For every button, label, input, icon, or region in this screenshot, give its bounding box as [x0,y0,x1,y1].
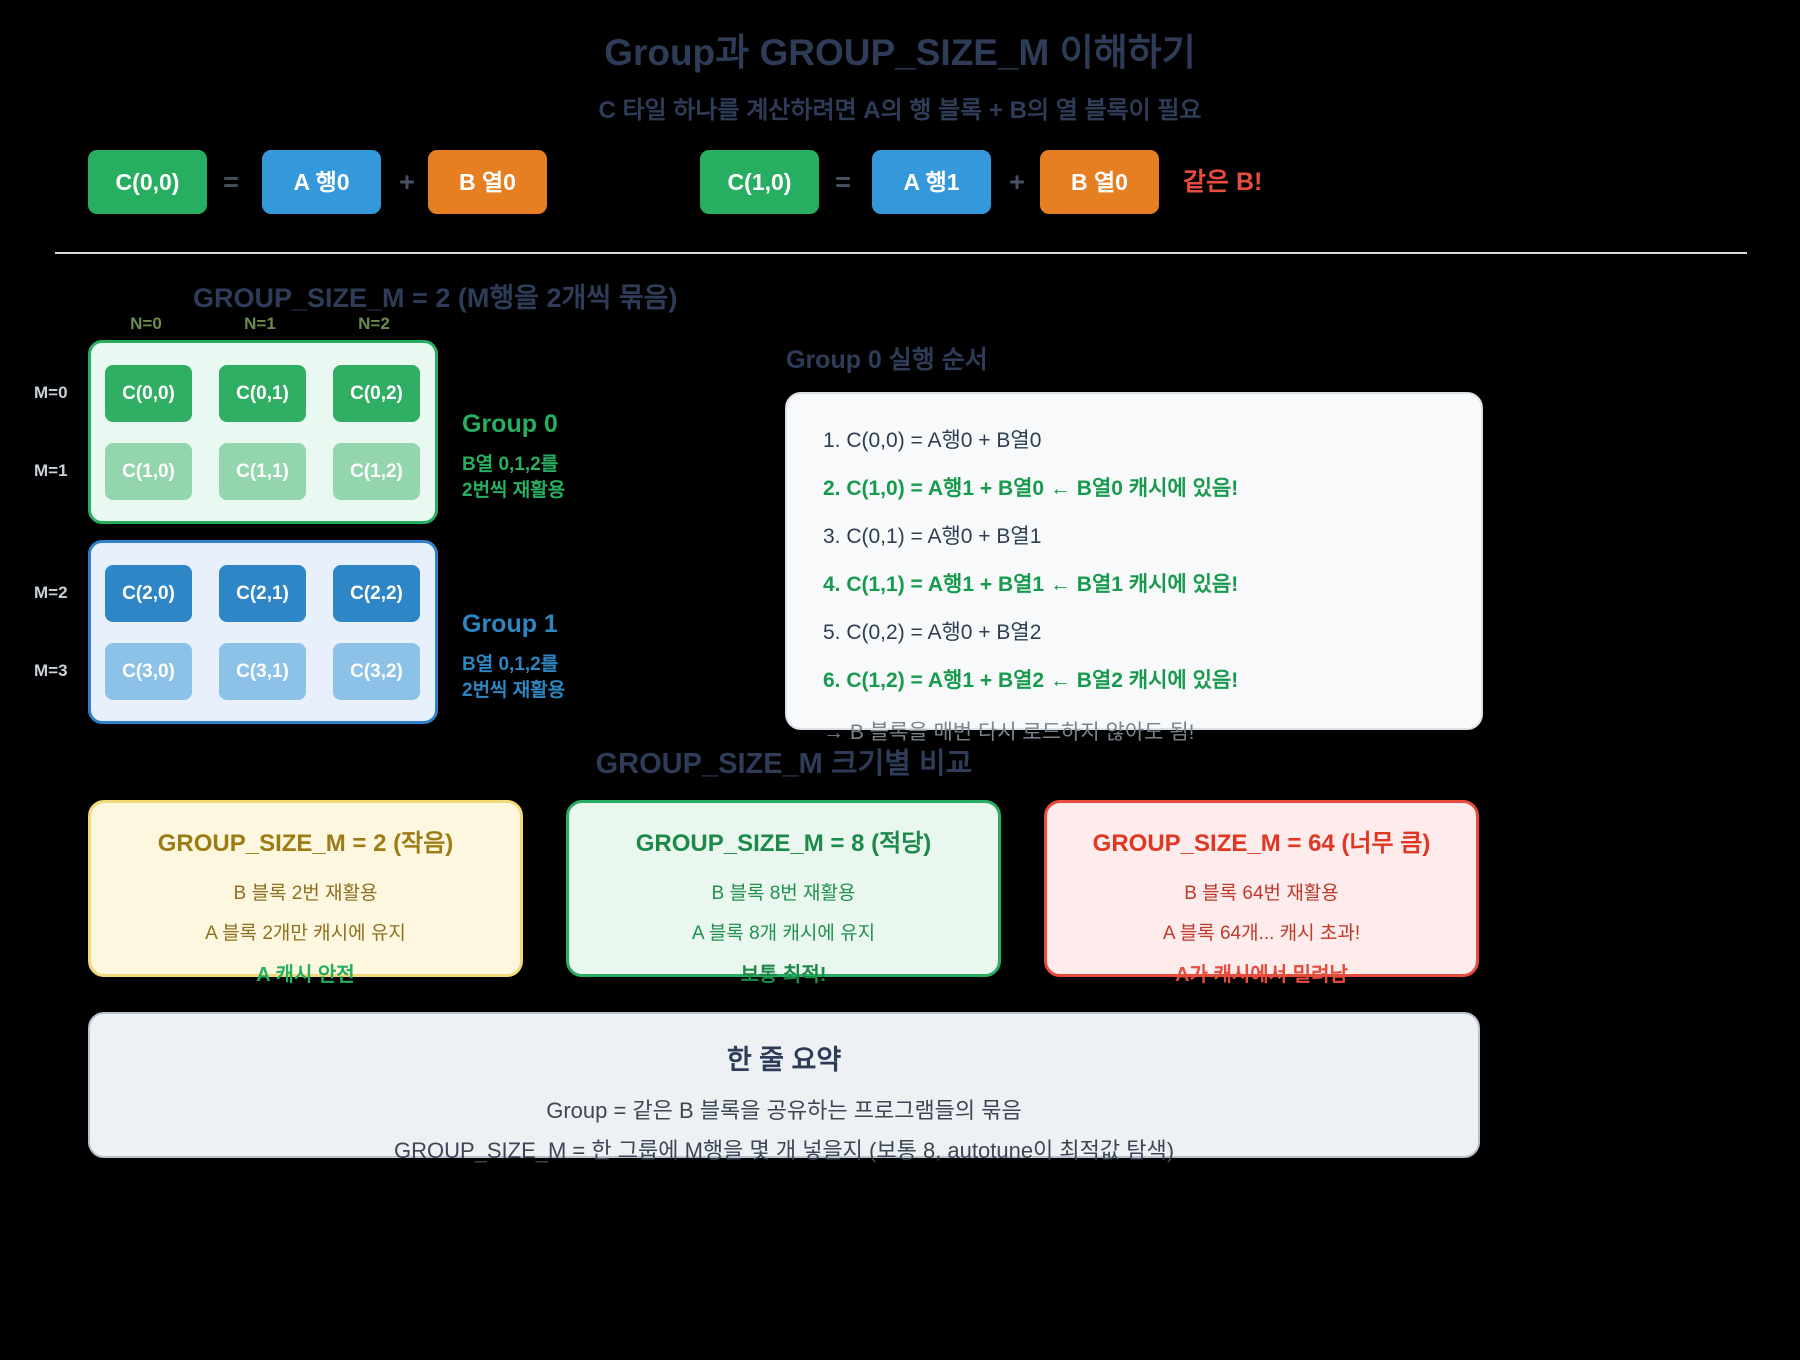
c-tile-2-0: C(2,0) [105,565,192,622]
group1-name: Group 1 [462,610,558,638]
row-label-m1: M=1 [34,461,68,480]
c-tile-1-1: C(1,1) [219,443,306,500]
group1-caption-line2: 2번씩 재활용 [462,680,566,701]
execution-step-5: 5. C(0,2) = A행0 + B열2 [823,621,1042,644]
summary-line2: GROUP_SIZE_M = 한 그룹에 M행을 몇 개 넣을지 (보통 8, … [393,1138,1175,1163]
summary-card: 한 줄 요약 Group = 같은 B 블록을 공유하는 프로그램들의 묶음 G… [88,1012,1480,1163]
c-tile-3-1: C(3,1) [219,643,306,700]
row-label-m3: M=3 [34,661,68,680]
card-group-size-8-line2: A 블록 8개 캐시에 유지 [691,923,876,944]
summary-title: 한 줄 요약 [726,1045,842,1075]
col-label-n0: N=0 [130,314,162,333]
row-label-m2: M=2 [34,583,68,602]
group1-container: C(2,0) C(2,1) C(2,2) C(3,0) C(3,1) C(3,2… [88,540,438,724]
eq2-c-tile: C(1,0) [700,150,819,214]
execution-order-card: 1. C(0,0) = A행0 + B열0 2. C(1,0) = A행1 + … [785,392,1483,744]
execution-step-4: 4. C(1,1) = A행1 + B열1 ← B열1 캐시에 있음! [823,573,1239,596]
c-tile-1-2: C(1,2) [333,443,420,500]
c-tile-2-1: C(2,1) [219,565,306,622]
group0-caption-line1: B열 0,1,2를 [462,454,559,475]
summary-line1: Group = 같은 B 블록을 공유하는 프로그램들의 묶음 [546,1098,1022,1123]
execution-step-2: 2. C(1,0) = A행1 + B열0 ← B열0 캐시에 있음! [823,477,1239,500]
eq2-plus-sign: + [1009,167,1025,197]
col-label-n2: N=2 [358,314,390,333]
eq1-plus-sign: + [399,167,415,197]
page-title: Group과 GROUP_SIZE_M 이해하기 [604,32,1196,73]
execution-step-1: 1. C(0,0) = A행0 + B열0 [823,429,1042,452]
row-label-m0: M=0 [34,383,68,402]
card-group-size-2-verdict: A 캐시 안전 [256,964,355,986]
card-group-size-2-line1: B 블록 2번 재활용 [233,883,378,904]
card-group-size-2-title: GROUP_SIZE_M = 2 (작음) [157,830,454,857]
c-tile-0-0: C(0,0) [105,365,192,422]
card-group-size-8-title: GROUP_SIZE_M = 8 (적당) [635,830,932,857]
section-divider [55,252,1747,254]
card-group-size-64-line2: A 블록 64개... 캐시 초과! [1162,923,1361,944]
grid-section-heading: GROUP_SIZE_M = 2 (M행을 2개씩 묶음) [193,283,678,313]
card-group-size-64-line1: B 블록 64번 재활용 [1184,883,1339,904]
card-group-size-64-verdict: A가 캐시에서 밀려남 [1175,964,1348,986]
c-tile-2-2: C(2,2) [333,565,420,622]
card-group-size-2: GROUP_SIZE_M = 2 (작음) B 블록 2번 재활용 A 블록 2… [88,800,523,986]
c-tile-1-0: C(1,0) [105,443,192,500]
eq2-b-col-block: B 열0 [1040,150,1159,214]
eq1-c-tile: C(0,0) [88,150,207,214]
card-group-size-64-title: GROUP_SIZE_M = 64 (너무 큼) [1092,830,1431,857]
execution-step-6: 6. C(1,2) = A행1 + B열2 ← B열2 캐시에 있음! [823,669,1239,692]
c-tile-0-1: C(0,1) [219,365,306,422]
comparison-heading: GROUP_SIZE_M 크기별 비교 [595,748,973,780]
c-tile-3-2: C(3,2) [333,643,420,700]
card-group-size-2-line2: A 블록 2개만 캐시에 유지 [205,923,406,944]
card-group-size-8-line1: B 블록 8번 재활용 [711,883,856,904]
execution-order-heading: Group 0 실행 순서 [786,346,988,374]
eq2-a-row-block: A 행1 [872,150,991,214]
group0-container: C(0,0) C(0,1) C(0,2) C(1,0) C(1,1) C(1,2… [88,340,438,524]
page-subtitle: C 타일 하나를 계산하려면 A의 행 블록 + B의 열 블록이 필요 [598,97,1202,124]
execution-conclusion: → B 블록을 매번 다시 로드하지 않아도 됨! [823,721,1195,744]
card-group-size-8: GROUP_SIZE_M = 8 (적당) B 블록 8번 재활용 A 블록 8… [566,800,1001,986]
eq1-equals-sign: = [223,167,239,197]
col-label-n1: N=1 [244,314,276,333]
execution-step-3: 3. C(0,1) = A행0 + B열1 [823,525,1042,548]
group1-caption-line1: B열 0,1,2를 [462,654,559,675]
card-group-size-64: GROUP_SIZE_M = 64 (너무 큼) B 블록 64번 재활용 A … [1044,800,1479,986]
eq1-b-col-block: B 열0 [428,150,547,214]
card-group-size-8-verdict: 보통 최적! [740,964,827,986]
eq1-a-row-block: A 행0 [262,150,381,214]
group0-caption-line2: 2번씩 재활용 [462,480,566,501]
same-b-note: 같은 B! [1183,168,1263,196]
group0-name: Group 0 [462,410,558,438]
eq2-equals-sign: = [835,167,851,197]
c-tile-3-0: C(3,0) [105,643,192,700]
c-tile-0-2: C(0,2) [333,365,420,422]
